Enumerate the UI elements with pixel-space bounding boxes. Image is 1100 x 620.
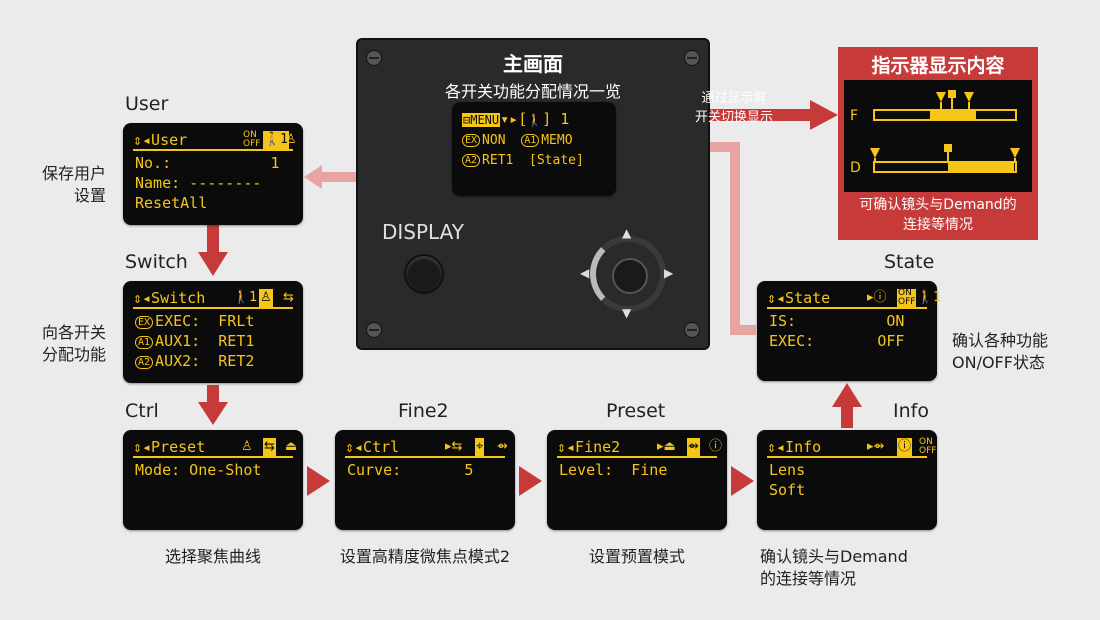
arrow-to-user bbox=[304, 165, 322, 189]
state-row-2: EXEC: OFF bbox=[769, 332, 905, 350]
arrow-right-indicator bbox=[810, 100, 838, 130]
arrow-switch-to-ctrl bbox=[198, 402, 228, 425]
indicator-title: 指示器显示内容 bbox=[871, 55, 1005, 77]
arrow-ctrl-to-fine2 bbox=[307, 466, 330, 496]
info-screen-name: Info bbox=[893, 400, 929, 422]
switch-caption: 向各开关 分配功能 bbox=[41, 323, 106, 364]
up-arrow-icon: ▲ bbox=[622, 226, 632, 240]
state-row-1: IS: ON bbox=[769, 312, 905, 330]
indicator-f-label: F bbox=[850, 108, 858, 124]
preset-header: ⇕◂Fine2▸⏏⇴ⓘ bbox=[557, 438, 723, 458]
left-arrow-icon: ◀ bbox=[580, 266, 590, 280]
state-screen-name: State bbox=[884, 251, 935, 273]
main-row-1: ⊟MENU▾▸[🚶] 1 bbox=[462, 110, 570, 128]
device-title: 主画面 bbox=[503, 52, 563, 76]
down-arrow-icon: ▼ bbox=[622, 306, 632, 320]
switch-header: ⇕◂Switch🚶1♙⇆ bbox=[133, 289, 294, 309]
arrow-info-to-state bbox=[832, 383, 862, 407]
user-screen-name: User bbox=[125, 93, 169, 115]
right-arrow-icon: ▶ bbox=[664, 266, 674, 280]
ctrl-caption: 选择聚焦曲线 bbox=[164, 547, 261, 566]
info-caption: 确认镜头与Demand 的连接等情况 bbox=[760, 547, 908, 588]
arrow-fine2-to-preset bbox=[519, 466, 542, 496]
preset-caption: 设置预置模式 bbox=[588, 547, 685, 566]
fine2-screen-name: Fine2 bbox=[398, 400, 449, 422]
preset-screen: ⇕◂Fine2▸⏏⇴ⓘ Level: Fine bbox=[547, 430, 727, 530]
fine2-caption: 设置高精度微焦点模式2 bbox=[339, 547, 511, 566]
screw-icon bbox=[684, 50, 700, 66]
indicator-bars: F D bbox=[850, 90, 1020, 176]
ctrl-screen: ⇕◂Preset♙⇆⏏ Mode: One-Shot bbox=[123, 430, 303, 530]
indicator-panel: 指示器显示内容 F D 可确认镜头与Demand的 连接等情况 bbox=[838, 47, 1038, 240]
screw-icon bbox=[366, 50, 382, 66]
fine2-screen: ⇕◂Ctrl▸⇆⌖⇴ Curve: 5 bbox=[335, 430, 515, 530]
indicator-caption: 可确认镜头与Demand的 连接等情况 bbox=[859, 197, 1017, 233]
info-row-2: Soft bbox=[769, 481, 806, 499]
screw-icon bbox=[684, 322, 700, 338]
ctrl-header: ⇕◂Preset♙⇆⏏ bbox=[133, 438, 298, 458]
user-row-2: Name: -------- bbox=[135, 174, 262, 192]
ctrl-screen-name: Ctrl bbox=[125, 400, 159, 422]
screw-icon bbox=[366, 322, 382, 338]
user-row-1: No.: 1 bbox=[135, 154, 280, 172]
toggle-note: 通过显示屏 开关切换显示 bbox=[694, 91, 773, 125]
user-row-3: ResetAll bbox=[135, 194, 208, 212]
joystick[interactable]: ▲ ▼ ◀ ▶ bbox=[580, 226, 676, 322]
fine2-row-1: Curve: 5 bbox=[347, 461, 474, 479]
switch-screen-name: Switch bbox=[125, 251, 188, 273]
ctrl-row-1: Mode: One-Shot bbox=[135, 461, 262, 479]
arrow-preset-to-info bbox=[731, 466, 754, 496]
user-caption: 保存用户 设置 bbox=[41, 164, 106, 205]
display-button[interactable] bbox=[404, 254, 444, 294]
info-row-1: Lens bbox=[769, 461, 806, 479]
display-button-label: DISPLAY bbox=[382, 220, 465, 244]
arrow-user-to-switch bbox=[198, 252, 228, 276]
device-subtitle: 各开关功能分配情况一览 bbox=[444, 82, 621, 101]
preset-row-1: Level: Fine bbox=[559, 461, 668, 479]
preset-screen-name: Preset bbox=[606, 400, 666, 422]
indicator-screen: F D bbox=[844, 80, 1032, 192]
fine2-header: ⇕◂Ctrl▸⇆⌖⇴ bbox=[345, 438, 508, 458]
state-caption: 确认各种功能 ON/OFF状态 bbox=[952, 331, 1049, 372]
indicator-d-label: D bbox=[850, 160, 861, 176]
